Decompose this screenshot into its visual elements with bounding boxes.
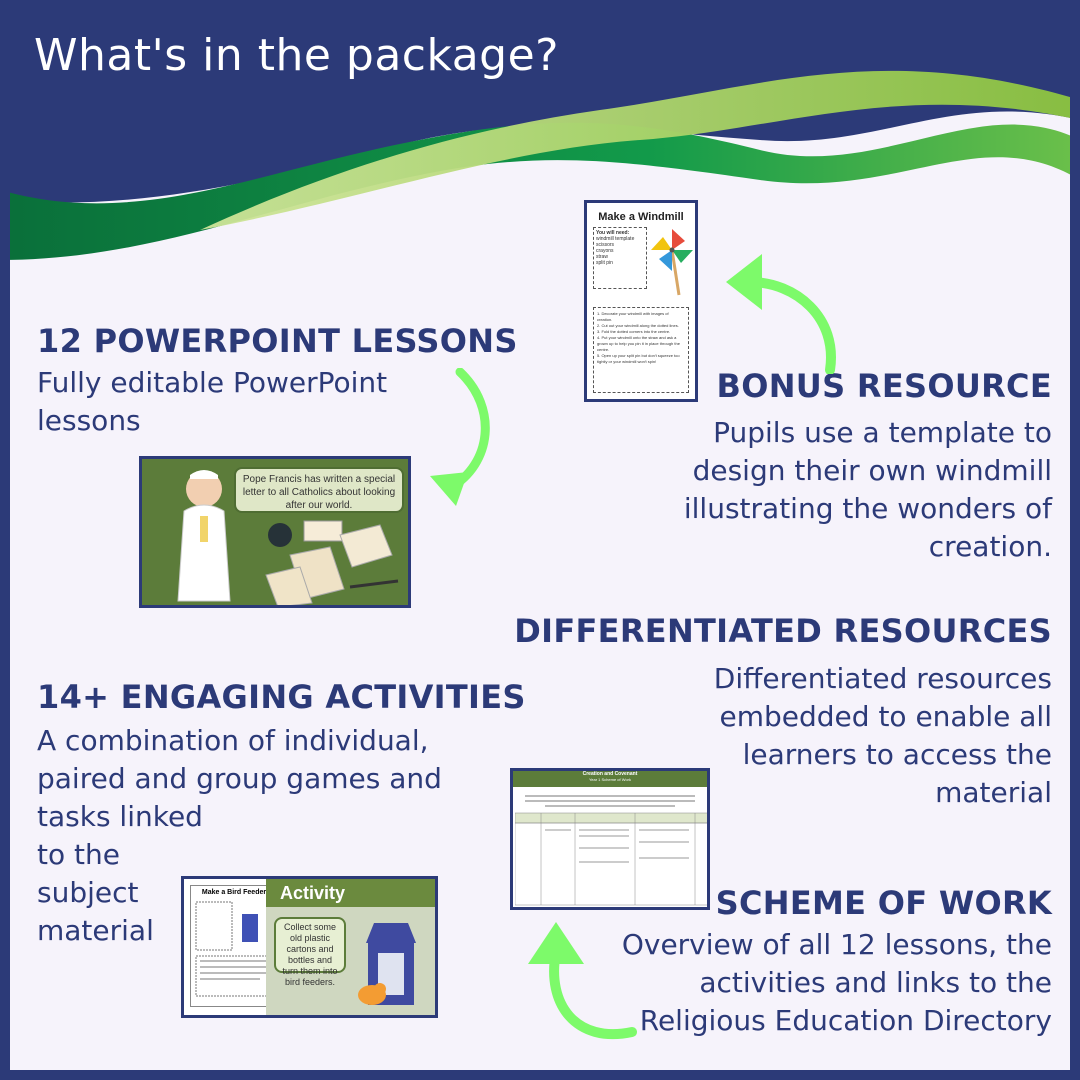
arrow-to-pope-slide-icon: [430, 368, 490, 506]
material-item: split pin: [596, 260, 613, 266]
activities-description: A combination of individual, paired and …: [37, 722, 467, 950]
activity-slide-thumbnail: Make a Bird Feeder Activity Collect some…: [181, 876, 438, 1018]
differentiated-line: material: [935, 776, 1052, 809]
scheme-table-icon: [515, 795, 707, 906]
scheme-line: activities and links to the: [699, 966, 1052, 999]
activities-line: material: [37, 914, 154, 947]
windmill-steps-box: 1. Decorate your windmill with images of…: [593, 307, 689, 393]
activities-line: paired and group games and: [37, 762, 442, 795]
scheme-line: Religious Education Directory: [639, 1004, 1052, 1037]
windmill-materials-box: You will need: windmill template scissor…: [593, 227, 647, 289]
scheme-heading: SCHEME OF WORK: [715, 884, 1052, 922]
scheme-doc-header: Creation and Covenant Year 1 Scheme of W…: [513, 771, 707, 787]
bonus-line: Pupils use a template to: [713, 416, 1052, 449]
activities-heading: 14+ ENGAGING ACTIVITIES: [37, 678, 526, 716]
page-title: What's in the package?: [34, 30, 560, 81]
material-item: scissors: [596, 242, 615, 248]
differentiated-line: embedded to enable all: [719, 700, 1053, 733]
material-item: crayons: [596, 248, 614, 254]
header-wave-banner: [0, 0, 1080, 260]
letters-illustration-icon: [265, 520, 399, 605]
differentiated-heading: DIFFERENTIATED RESOURCES: [514, 612, 1052, 650]
windmill-worksheet-thumbnail: Make a Windmill You will need: windmill …: [584, 200, 698, 402]
bonus-heading: BONUS RESOURCE: [716, 367, 1052, 405]
step-item: 5. Open up your split pin but don't sque…: [597, 353, 680, 364]
activities-line: tasks linked: [37, 800, 203, 833]
bird-feeder-lantern-icon: [358, 923, 416, 1005]
step-item: 1. Decorate your windmill with images of…: [597, 311, 669, 322]
material-item: straw: [596, 254, 608, 260]
bonus-line: illustrating the wonders of: [683, 492, 1052, 525]
activity-speech-bubble: Collect some old plastic cartons and bot…: [274, 917, 346, 987]
arrow-to-windmill-icon: [726, 254, 836, 374]
scheme-description: Overview of all 12 lessons, the activiti…: [582, 926, 1052, 1040]
scheme-of-work-thumbnail: Creation and Covenant Year 1 Scheme of W…: [510, 768, 710, 910]
differentiated-line: learners to access the: [742, 738, 1052, 771]
step-item: 3. Fold the dotted corners into the cent…: [597, 329, 671, 334]
pope-figure-icon: [177, 470, 231, 602]
scheme-line: Overview of all 12 lessons, the: [621, 928, 1052, 961]
bonus-line: creation.: [928, 530, 1052, 563]
activities-line: to the: [37, 838, 120, 871]
powerpoint-line: Fully editable PowerPoint: [37, 366, 388, 399]
material-item: windmill template: [596, 236, 635, 242]
pinwheel-icon: [651, 229, 693, 296]
bonus-description: Pupils use a template to design their ow…: [632, 414, 1052, 566]
materials-label: You will need:: [596, 230, 630, 236]
activities-line: subject: [37, 876, 139, 909]
powerpoint-description: Fully editable PowerPoint lessons: [37, 364, 387, 440]
scheme-doc-subtitle: Year 1 Scheme of Work: [588, 777, 632, 782]
scheme-doc-title: Creation and Covenant: [582, 771, 638, 777]
pope-francis-slide-thumbnail: Pope Francis has written a special lette…: [139, 456, 411, 608]
arrow-to-scheme-icon: [528, 922, 637, 1039]
differentiated-description: Differentiated resources embedded to ena…: [652, 660, 1052, 812]
step-item: 4. Put your windmill onto the straw and …: [597, 335, 680, 352]
powerpoint-heading: 12 POWERPOINT LESSONS: [37, 322, 518, 360]
bird-feeder-sheet-title: Make a Bird Feeder: [201, 889, 267, 896]
step-item: 2. Cut out your windmill along the dotte…: [597, 323, 679, 328]
activities-line: A combination of individual,: [37, 724, 429, 757]
activity-banner: Activity: [266, 879, 435, 907]
pope-speech-bubble: Pope Francis has written a special lette…: [234, 467, 404, 513]
bird-feeder-sheet: Make a Bird Feeder: [190, 885, 278, 1007]
worksheet-lines-icon: [195, 901, 271, 997]
windmill-sheet-title: Make a Windmill: [598, 211, 684, 223]
differentiated-line: Differentiated resources: [713, 662, 1052, 695]
powerpoint-line: lessons: [37, 404, 141, 437]
bonus-line: design their own windmill: [692, 454, 1052, 487]
